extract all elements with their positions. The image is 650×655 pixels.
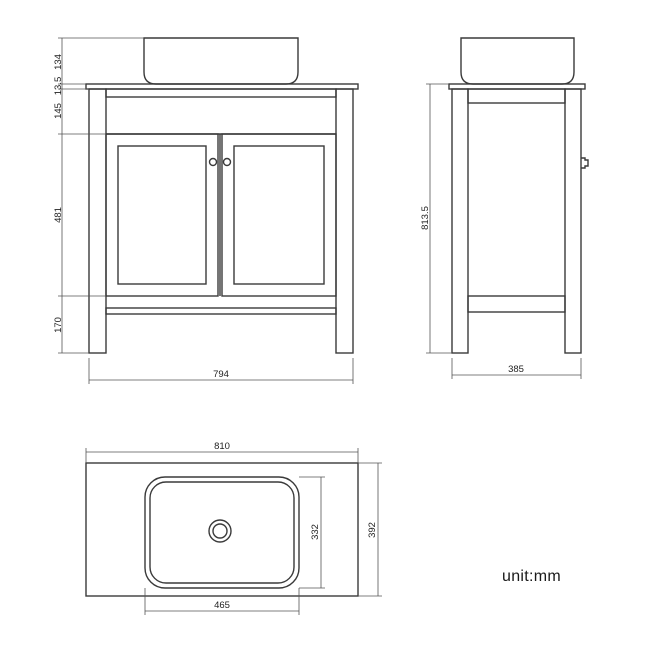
front-left-door <box>105 133 219 297</box>
side-top-rail <box>467 88 566 104</box>
dim-total-height: 813.5 <box>420 206 431 230</box>
side-front-leg <box>451 88 469 354</box>
top-basin-inner <box>149 481 295 584</box>
side-back-leg <box>564 88 582 354</box>
front-right-door <box>221 133 337 297</box>
dim-basin-length: 465 <box>214 600 230 611</box>
drain-icon <box>208 519 232 543</box>
dim-leg-height: 170 <box>53 317 64 333</box>
dim-side-depth: 385 <box>508 364 524 375</box>
front-bottom-rail <box>105 307 337 315</box>
dim-apron-height: 145 <box>53 103 64 119</box>
front-basin <box>143 37 299 85</box>
side-knob-icon <box>581 157 589 169</box>
dim-door-height: 481 <box>53 207 64 223</box>
front-apron <box>105 88 337 98</box>
dim-front-width: 794 <box>213 369 229 380</box>
top-view: 810 392 332 465 <box>85 441 382 615</box>
dim-basin-width: 332 <box>310 524 321 540</box>
left-knob-icon <box>208 157 218 167</box>
front-right-leg <box>335 88 354 354</box>
side-view: 813.5 385 <box>420 37 589 379</box>
dim-top-depth: 392 <box>367 522 378 538</box>
top-basin-outer <box>144 476 300 589</box>
unit-label: unit:mm <box>502 568 561 585</box>
side-bottom-rail <box>467 295 566 313</box>
front-left-door-panel <box>117 145 207 285</box>
front-right-door-panel <box>233 145 325 285</box>
dim-basin-height: 134 <box>53 54 64 70</box>
side-basin <box>460 37 575 85</box>
dim-countertop-thickness: 13.5 <box>53 77 64 96</box>
right-knob-icon <box>222 157 232 167</box>
front-countertop <box>85 83 359 90</box>
side-countertop <box>448 83 586 90</box>
front-view: 134 13.5 145 481 170 794 <box>53 37 359 384</box>
top-countertop <box>85 462 359 597</box>
front-left-leg <box>88 88 107 354</box>
dim-top-width: 810 <box>214 441 230 452</box>
